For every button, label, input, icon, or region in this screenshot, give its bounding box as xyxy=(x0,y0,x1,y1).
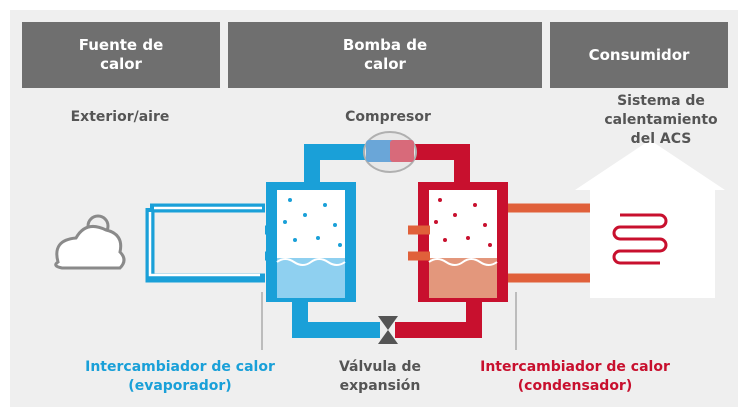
label-expansion-valve: Válvula de expansión xyxy=(338,359,422,394)
weather-icon xyxy=(54,214,126,270)
condenser-pipe xyxy=(395,144,482,338)
compressor-icon xyxy=(363,131,417,173)
header-heat-source: Fuente de calor xyxy=(22,22,220,88)
expansion-valve-icon xyxy=(378,316,398,344)
label-outdoor: Exterior/aire xyxy=(70,109,170,125)
evaporator-tank xyxy=(266,182,356,302)
label-condenser: Intercambiador de calor (condensador) xyxy=(480,359,670,394)
label-evaporator: Intercambiador de calor (evaporador) xyxy=(85,359,275,394)
callout-lines xyxy=(261,292,517,350)
condenser-tank xyxy=(418,182,508,302)
header-consumer: Consumidor xyxy=(550,22,728,88)
source-loop-inner xyxy=(148,206,262,277)
consumer-loop xyxy=(408,203,600,283)
condenser-dots xyxy=(434,198,492,247)
label-compressor: Compresor xyxy=(345,109,431,125)
house-icon xyxy=(575,140,725,298)
label-consumer-system: Sistema de calentamiento del ACS xyxy=(604,93,718,147)
evaporator-dots xyxy=(283,198,342,247)
evaporator-pipe xyxy=(292,144,380,338)
header-heat-pump: Bomba de calor xyxy=(228,22,542,88)
